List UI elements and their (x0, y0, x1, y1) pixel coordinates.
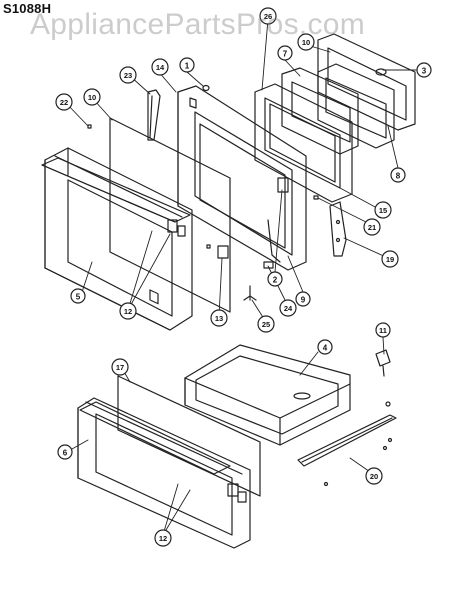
callout-20: 20 (365, 467, 383, 485)
window-frame (281, 67, 359, 155)
callout-label: 26 (264, 12, 272, 21)
callout-7: 7 (277, 45, 293, 61)
callout-label: 11 (379, 326, 387, 335)
callout-12-door: 12 (119, 302, 137, 320)
callout-label: 2 (273, 276, 278, 285)
callout-11: 11 (375, 322, 391, 338)
callout-label: 17 (116, 363, 124, 372)
callout-label: 25 (262, 320, 270, 329)
callout-8: 8 (390, 167, 406, 183)
callout-label: 12 (159, 534, 167, 543)
callout-10-left: 10 (83, 88, 101, 106)
callout-26: 26 (259, 7, 277, 25)
drawer-front-panel (77, 397, 251, 549)
callout-17: 17 (111, 358, 129, 376)
callout-6: 6 (57, 444, 73, 460)
callout-3: 3 (416, 62, 432, 78)
storage-drawer-box (184, 344, 351, 446)
callout-label: 22 (60, 98, 68, 107)
callout-label: 6 (63, 449, 68, 458)
callout-label: 8 (396, 172, 401, 181)
callout-9: 9 (295, 291, 311, 307)
door-gasket-strip (147, 89, 161, 141)
callout-13: 13 (210, 309, 228, 327)
callout-22: 22 (55, 93, 73, 111)
callout-24: 24 (279, 299, 297, 317)
window-glass (317, 63, 395, 149)
callout-label: 9 (301, 296, 306, 305)
callout-markers: 1 2 3 4 5 6 7 8 9 10 10 11 12 12 13 14 1… (55, 7, 432, 547)
callout-25: 25 (257, 315, 275, 333)
callout-label: 15 (379, 206, 387, 215)
callout-label: 5 (76, 293, 81, 302)
watermark-text: AppliancePartsPros.com (30, 8, 366, 41)
door-glass-panel (109, 117, 231, 313)
callout-10-right: 10 (297, 33, 315, 51)
door-liner (177, 85, 307, 271)
callout-label: 10 (88, 93, 96, 102)
hinge-bracket (329, 201, 347, 257)
callout-label: 23 (124, 71, 132, 80)
drawer-inner-liner (117, 375, 261, 497)
callout-23: 23 (119, 66, 137, 84)
callout-label: 13 (215, 314, 223, 323)
callout-label: 19 (386, 255, 394, 264)
callout-19: 19 (381, 250, 399, 268)
callout-4: 4 (317, 339, 333, 355)
leader-lines (65, 18, 417, 536)
drawer-handle-trim (79, 401, 247, 503)
callout-label: 7 (283, 50, 288, 59)
small-fasteners (87, 84, 319, 301)
callout-5: 5 (70, 288, 86, 304)
callout-label: 3 (422, 67, 427, 76)
callout-label: 14 (156, 63, 165, 72)
callout-2: 2 (267, 271, 283, 287)
callout-label: 4 (323, 344, 328, 353)
callout-label: 24 (284, 304, 293, 313)
callout-14: 14 (151, 58, 169, 76)
callout-label: 1 (185, 62, 190, 71)
model-number: S1088H (3, 1, 52, 16)
callout-label: 21 (368, 223, 376, 232)
door-back-panel (317, 33, 416, 131)
callout-1: 1 (179, 57, 195, 73)
callout-label: 20 (370, 472, 378, 481)
door-outer-frame (44, 147, 193, 331)
handle-brackets (149, 219, 186, 305)
callout-21: 21 (363, 218, 381, 236)
drawer-rail (297, 401, 397, 487)
callout-15: 15 (374, 201, 392, 219)
callout-label: 10 (302, 38, 310, 47)
callout-label: 12 (124, 307, 132, 316)
callout-12-drawer: 12 (154, 529, 172, 547)
drawer-clip (375, 349, 391, 377)
door-handle-trim (41, 157, 191, 223)
